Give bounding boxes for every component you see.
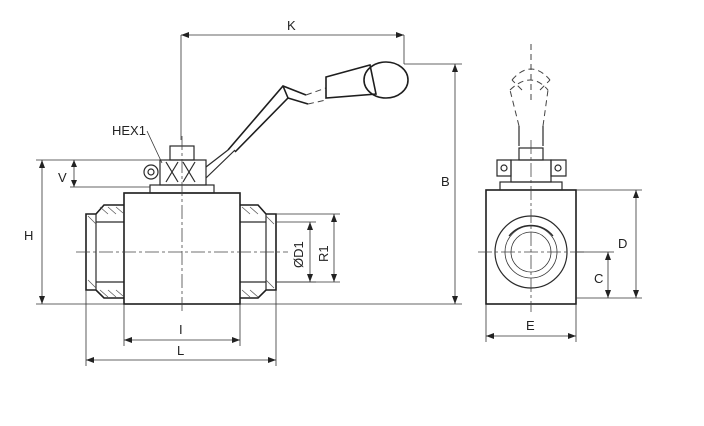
dim-d: D xyxy=(576,189,642,299)
dim-r1-label: R1 xyxy=(316,245,331,262)
dim-v: V xyxy=(58,159,164,188)
front-view: HEX1 K V H xyxy=(24,18,462,366)
left-port xyxy=(85,204,124,299)
dim-d1: ØD1 xyxy=(276,221,316,283)
dim-l: L xyxy=(85,290,277,366)
dim-b-label: B xyxy=(441,174,450,189)
dim-i-label: I xyxy=(179,322,183,337)
dim-d1-label: ØD1 xyxy=(291,241,306,268)
side-stem xyxy=(496,126,567,191)
dim-k: K xyxy=(180,18,405,140)
valve-handle xyxy=(227,61,409,153)
side-view: D C E xyxy=(478,40,642,342)
side-handle xyxy=(509,40,551,127)
right-port xyxy=(240,204,277,299)
dim-h-label: H xyxy=(24,228,33,243)
dim-r1: R1 xyxy=(276,213,340,283)
dim-v-label: V xyxy=(58,170,67,185)
hex1-label: HEX1 xyxy=(112,123,146,138)
dim-l-label: L xyxy=(177,343,184,358)
dim-k-label: K xyxy=(287,18,296,33)
dim-c-label: C xyxy=(594,271,603,286)
dim-e: E xyxy=(485,304,577,342)
dim-d-label: D xyxy=(618,236,627,251)
dim-h: H xyxy=(24,159,124,305)
dim-i: I xyxy=(123,304,241,346)
dim-c: C xyxy=(576,251,614,298)
dim-b: B xyxy=(240,63,462,305)
dim-e-label: E xyxy=(526,318,535,333)
